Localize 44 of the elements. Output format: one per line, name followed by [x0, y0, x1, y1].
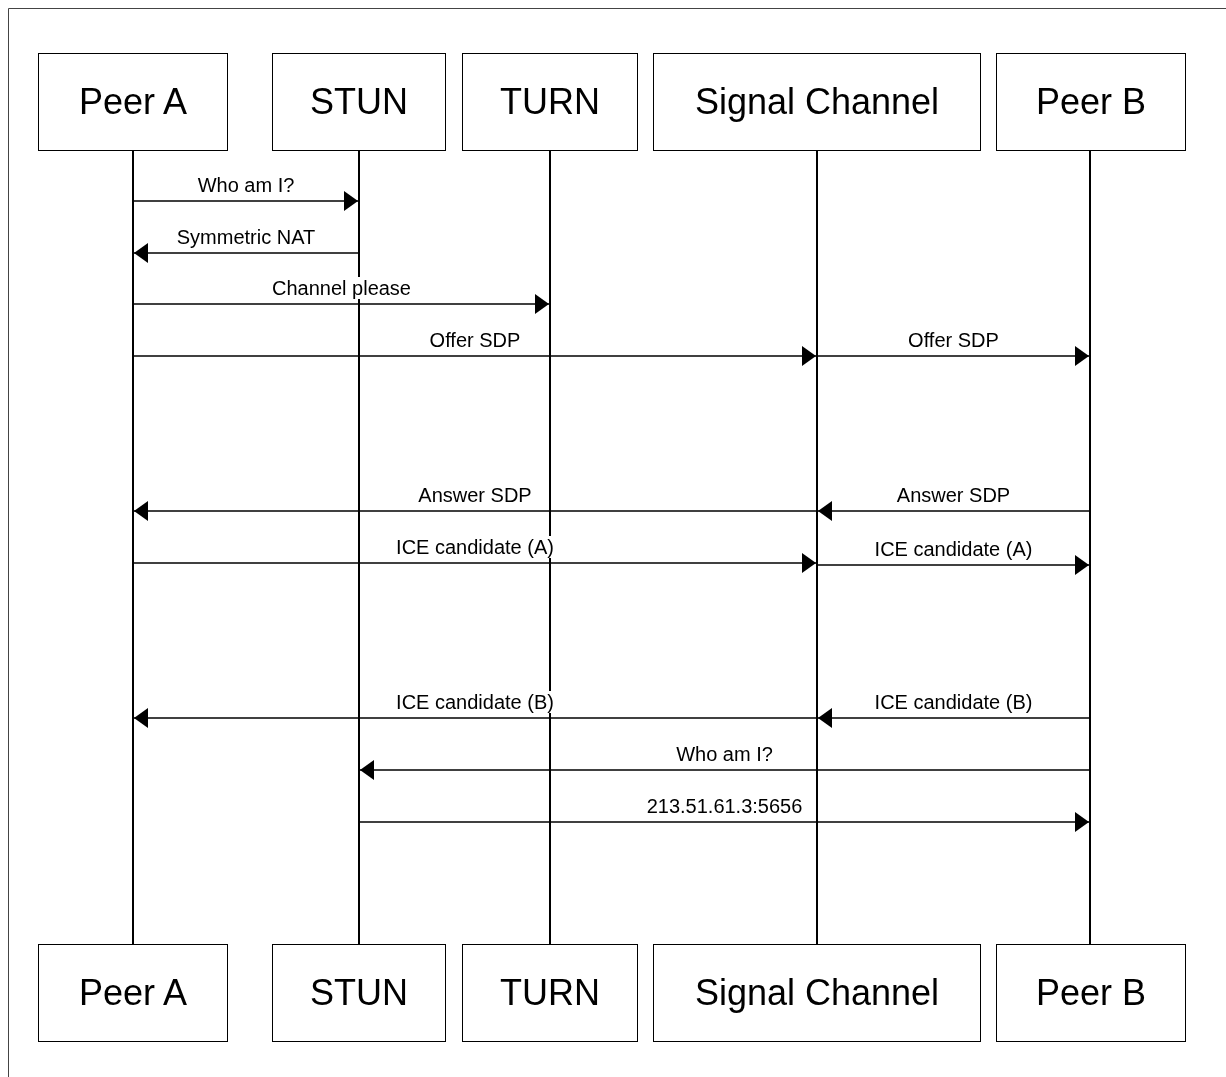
message-arrow: [817, 555, 1090, 575]
participant-name: Peer B: [1035, 81, 1147, 123]
participant-box: [653, 53, 981, 151]
participant-box: [996, 53, 1186, 151]
message-arrow: [359, 812, 1090, 832]
participant-name: STUN: [310, 972, 408, 1014]
message-arrow: [133, 294, 550, 314]
message-label: Symmetric NAT: [175, 226, 317, 248]
participant-box: [272, 944, 446, 1042]
participant-box: [272, 53, 446, 151]
message-arrow: [133, 708, 817, 728]
lifeline: [816, 151, 818, 944]
message-label: ICE candidate (A): [395, 536, 555, 558]
participant-box: [38, 944, 228, 1042]
participant-box: [38, 53, 228, 151]
message-arrow: [817, 708, 1090, 728]
message-arrow: [359, 760, 1090, 780]
message-arrow: [133, 243, 359, 263]
message-label: ICE candidate (B): [873, 691, 1034, 713]
participant-name: Signal Channel: [694, 81, 940, 123]
participant-name: Peer A: [78, 81, 188, 123]
participant-name: TURN: [500, 81, 600, 123]
participant-box: [653, 944, 981, 1042]
message-arrow: [133, 553, 817, 573]
message-label: ICE candidate (A): [873, 538, 1034, 560]
message-arrow: [817, 346, 1090, 366]
message-arrow: [133, 346, 817, 366]
message-label: ICE candidate (B): [395, 691, 555, 713]
lifeline: [358, 151, 360, 944]
participant-box: [462, 944, 638, 1042]
lifeline: [132, 151, 134, 944]
lifeline: [549, 151, 551, 944]
message-label: Channel please: [271, 277, 412, 299]
participant-box: [996, 944, 1186, 1042]
lifeline: [1089, 151, 1091, 944]
participant-name: TURN: [500, 972, 600, 1014]
participant-box: [462, 53, 638, 151]
message-arrow: [133, 191, 359, 211]
message-arrow: [133, 501, 817, 521]
participant-name: STUN: [310, 81, 408, 123]
message-arrow: [817, 501, 1090, 521]
participant-name: Peer A: [78, 972, 188, 1014]
participant-name: Peer B: [1035, 972, 1147, 1014]
participant-name: Signal Channel: [694, 972, 940, 1014]
